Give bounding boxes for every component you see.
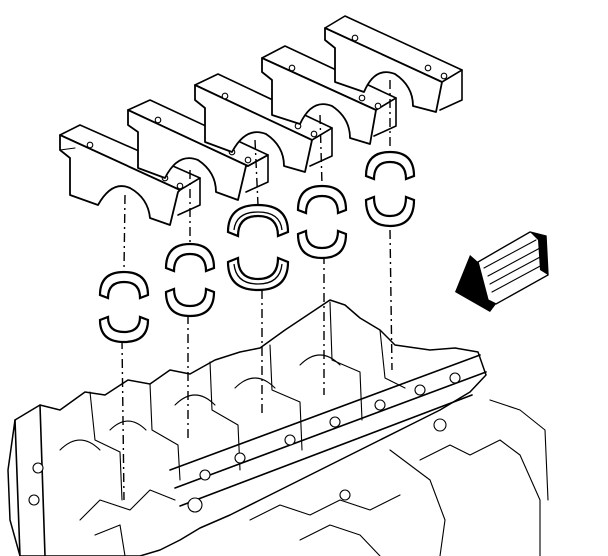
bearing-shell-3-thrust [226,203,290,292]
bearing-shell-5 [364,150,416,228]
block-left-wall [7,299,487,556]
alignment-lines [121,80,393,501]
bearing-shell-1 [98,270,150,344]
bearing-shell-4 [296,184,348,260]
front-of-engine-arrow [455,231,549,312]
engine-block [7,299,549,556]
bearing-shell-2 [164,242,216,318]
main-bearing-cap-4 [261,45,397,145]
main-bearing-cap-5 [324,15,463,113]
